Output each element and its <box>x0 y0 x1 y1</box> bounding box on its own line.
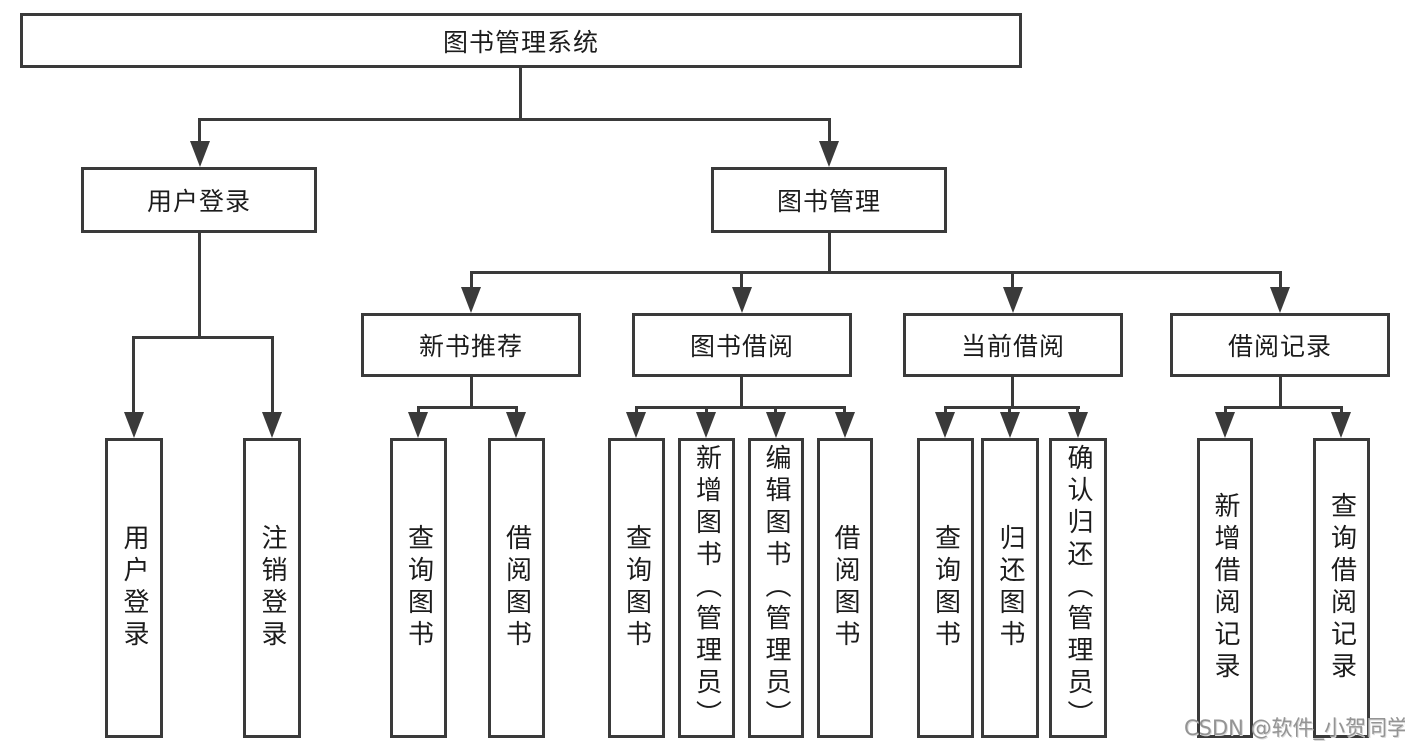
connector-line <box>944 406 1080 409</box>
connector-line <box>740 271 743 291</box>
connector-line <box>1340 406 1343 416</box>
node-label: 查询图书 <box>930 524 961 652</box>
connector-line <box>1008 406 1011 416</box>
connector-line <box>1279 271 1282 291</box>
connector-line <box>705 406 708 416</box>
connector-line <box>1224 406 1227 416</box>
connector-line <box>132 336 274 339</box>
node-leaf-add-borrow-record: 新增借阅记录 <box>1197 438 1253 738</box>
connector-line <box>1011 377 1014 409</box>
connector-line <box>635 406 846 409</box>
node-label: 当前借阅 <box>960 332 1065 361</box>
node-label: 查询图书 <box>621 524 652 652</box>
arrow-down-icon <box>626 412 646 438</box>
connector-line <box>132 336 135 416</box>
connector-line <box>944 406 947 416</box>
node-label: 图书管理系统 <box>442 27 599 57</box>
arrow-down-icon <box>696 412 716 438</box>
node-leaf-query-books-3: 查询图书 <box>917 438 974 738</box>
watermark: CSDN @软件_小贺同学 <box>1184 716 1405 740</box>
arrow-down-icon <box>1331 412 1351 438</box>
arrow-down-icon <box>506 412 526 438</box>
arrow-down-icon <box>461 287 481 313</box>
arrow-down-icon <box>1270 287 1290 313</box>
connector-line <box>828 233 831 274</box>
node-label: 图书管理 <box>776 187 881 216</box>
node-label: 用户登录 <box>146 187 251 216</box>
arrow-down-icon <box>1003 287 1023 313</box>
connector-line <box>515 406 518 416</box>
node-leaf-return-books: 归还图书 <box>981 438 1039 738</box>
node-label: 归还图书 <box>995 524 1025 652</box>
connector-line <box>1279 377 1282 409</box>
arrow-down-icon <box>1068 412 1088 438</box>
node-user-login: 用户登录 <box>81 167 317 233</box>
arrow-down-icon <box>835 412 855 438</box>
node-label: 查询借阅记录 <box>1326 492 1357 684</box>
node-leaf-add-books-admin: 新增图书（管理员） <box>678 438 735 738</box>
node-label: 查询图书 <box>403 524 434 652</box>
arrow-down-icon <box>766 412 786 438</box>
node-leaf-query-books-2: 查询图书 <box>608 438 665 738</box>
node-leaf-borrow-books-1: 借阅图书 <box>488 438 545 738</box>
arrow-down-icon <box>124 412 144 438</box>
arrow-down-icon <box>262 412 282 438</box>
arrow-down-icon <box>732 287 752 313</box>
arrow-down-icon <box>819 141 839 167</box>
node-leaf-logout: 注销登录 <box>243 438 301 738</box>
connector-line <box>519 68 522 120</box>
node-leaf-edit-books-admin: 编辑图书（管理员） <box>748 438 804 738</box>
node-label: 新书推荐 <box>418 332 523 361</box>
connector-line <box>271 336 274 416</box>
connector-line <box>1011 271 1014 291</box>
connector-line <box>828 118 831 148</box>
connector-line <box>843 406 846 416</box>
connector-line <box>470 271 473 291</box>
connector-line <box>198 118 831 121</box>
node-label: 注销登录 <box>257 524 287 652</box>
node-book-borrowing: 图书借阅 <box>632 313 852 377</box>
node-label: 借阅记录 <box>1227 332 1332 361</box>
node-current-borrowing: 当前借阅 <box>903 313 1123 377</box>
connector-line <box>1224 406 1343 409</box>
node-label: 用户登录 <box>119 524 149 652</box>
connector-line <box>470 377 473 409</box>
node-leaf-query-borrow-record: 查询借阅记录 <box>1313 438 1370 738</box>
node-new-book-recommend: 新书推荐 <box>361 313 581 377</box>
connector-line <box>1076 406 1079 416</box>
node-label: 编辑图书（管理员） <box>761 444 791 732</box>
node-label: 确认归还（管理员） <box>1063 444 1093 732</box>
node-leaf-borrow-books-2: 借阅图书 <box>817 438 873 738</box>
connector-line <box>198 118 201 148</box>
connector-line <box>417 406 518 409</box>
connector-line <box>417 406 420 416</box>
node-borrowing-records: 借阅记录 <box>1170 313 1390 377</box>
arrow-down-icon <box>408 412 428 438</box>
node-label: 借阅图书 <box>501 524 532 652</box>
connector-line <box>635 406 638 416</box>
node-root: 图书管理系统 <box>20 13 1022 68</box>
arrow-down-icon <box>935 412 955 438</box>
connector-line <box>198 233 201 339</box>
node-label: 图书借阅 <box>689 332 794 361</box>
node-book-management: 图书管理 <box>711 167 947 233</box>
node-leaf-confirm-return-admin: 确认归还（管理员） <box>1049 438 1107 738</box>
connector-line <box>774 406 777 416</box>
node-label: 借阅图书 <box>830 524 860 652</box>
node-leaf-user-login: 用户登录 <box>105 438 163 738</box>
arrow-down-icon <box>1215 412 1235 438</box>
arrow-down-icon <box>1000 412 1020 438</box>
connector-line <box>740 377 743 409</box>
connector-line <box>470 271 1282 274</box>
node-leaf-query-books-1: 查询图书 <box>390 438 447 738</box>
arrow-down-icon <box>190 141 210 167</box>
node-label: 新增图书（管理员） <box>691 444 722 732</box>
node-label: 新增借阅记录 <box>1210 492 1240 684</box>
